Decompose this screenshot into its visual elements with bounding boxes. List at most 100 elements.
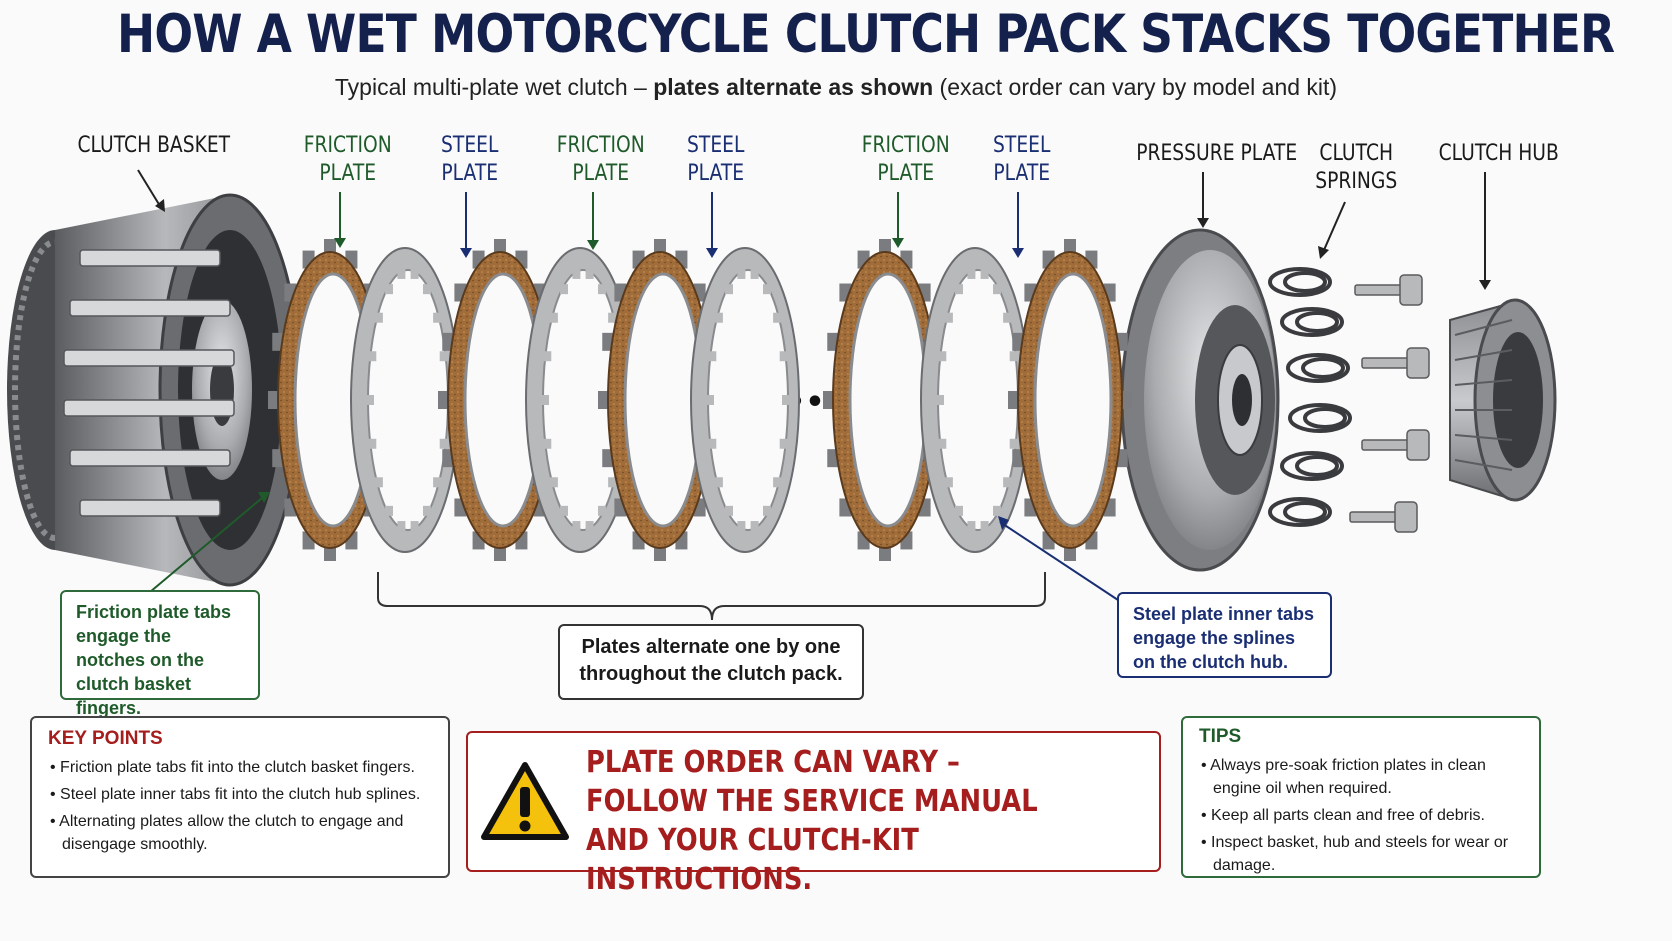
plate-inner-tab (560, 505, 568, 516)
plate-inner-tab (1009, 351, 1018, 362)
plate-inner-tab (936, 395, 944, 405)
plate-group-bracket (377, 572, 1046, 621)
plate-tab (823, 391, 835, 409)
list-item: Alternating plates allow the clutch to e… (48, 810, 432, 856)
list-item: Always pre-soak friction plates in clean… (1199, 754, 1523, 800)
plate-inner-tab (368, 438, 377, 449)
callout-friction-tabs: Friction plate tabs engage the notches o… (60, 590, 260, 718)
key-points-panel: KEY POINTS Friction plate tabs fit into … (30, 716, 450, 878)
plate-inner-tab (1003, 477, 1012, 488)
plate-inner-tab (944, 312, 953, 323)
plate-inner-tab (543, 438, 552, 449)
label-line: SPRINGS (1315, 169, 1398, 194)
plate-inner-tab (955, 284, 963, 295)
list-item: Friction plate tabs fit into the clutch … (48, 756, 432, 779)
plate-inner-tab (714, 477, 723, 488)
label-line: PLATE (572, 161, 630, 186)
subtitle-rest: (exact order can vary by model and kit) (933, 74, 1338, 100)
plate-inner-tab (750, 268, 759, 279)
plate-inner-tab (608, 477, 617, 488)
label-line: FRICTION (861, 133, 950, 158)
plate-inner-tab (779, 438, 788, 449)
plate-stack (268, 239, 1132, 561)
plate-inner-tab (549, 477, 558, 488)
plate-inner-tab (967, 268, 976, 279)
tips-list: Always pre-soak friction plates in clean… (1199, 754, 1523, 877)
plate-inner-tab (439, 438, 448, 449)
tips-title: TIPS (1199, 726, 1242, 747)
plate-inner-tab (993, 284, 1001, 295)
pressure-plate (1120, 228, 1280, 572)
plate-inner-tab (980, 521, 989, 532)
plate-tab (1120, 391, 1132, 409)
label-clutch-hub: CLUTCH HUB (1438, 141, 1559, 166)
label-line: STEEL (993, 133, 1051, 158)
callout-plates-alternate: Plates alternate one by one throughout t… (558, 624, 864, 700)
plate-inner-tab (366, 395, 374, 405)
page-title: HOW A WET MOTORCYCLE CLUTCH PACK STACKS … (117, 4, 1615, 65)
plate-inner-tab (572, 521, 581, 532)
label-line: STEEL (441, 133, 499, 158)
plate-inner-tab (543, 351, 552, 362)
label-line: PLATE (877, 161, 935, 186)
plate-inner-tab (763, 284, 771, 295)
plate-tab (598, 391, 610, 409)
arrow-clutch-springs (1323, 201, 1346, 251)
label-clutch-basket: CLUTCH BASKET (77, 133, 231, 158)
plate-inner-tab (423, 284, 431, 295)
label-line: PLATE (441, 161, 499, 186)
plate-inner-tab (560, 284, 568, 295)
label-line: PLATE (687, 161, 745, 186)
plate-inner-tab (708, 351, 717, 362)
clutch-basket (7, 193, 302, 587)
plate-inner-tab (439, 351, 448, 362)
label-friction-plate-2: FRICTION PLATE (557, 132, 645, 188)
plate-inner-tab (608, 312, 617, 323)
warning-text: PLATE ORDER CAN VARY – FOLLOW THE SERVIC… (586, 745, 1038, 897)
plate-inner-tab (410, 521, 419, 532)
plate-inner-tab (397, 268, 406, 279)
plate-inner-tab (708, 438, 717, 449)
plate-inner-tab (385, 505, 393, 516)
plate-inner-tab (706, 395, 714, 405)
plate-inner-tab (572, 268, 581, 279)
plate-inner-tab (598, 505, 606, 516)
plate-inner-tab (374, 477, 383, 488)
label-line: PLATE (993, 161, 1051, 186)
label-steel-plate-3: STEEL PLATE (993, 132, 1050, 188)
plate-inner-tab (955, 505, 963, 516)
plate-tab (1012, 332, 1025, 351)
label-line: PLATE (319, 161, 377, 186)
arrow-steel-tabs (999, 521, 1119, 601)
page-subtitle: Typical multi-plate wet clutch – plates … (0, 74, 1672, 101)
label-line: FRICTION (556, 133, 645, 158)
plate-inner-tab (737, 521, 746, 532)
plate-inner-tab (980, 268, 989, 279)
tips-panel: TIPS Always pre-soak friction plates in … (1181, 716, 1541, 878)
plate-inner-tab (993, 505, 1001, 516)
plate-inner-tab (423, 505, 431, 516)
plate-inner-tab (725, 284, 733, 295)
steel-plate (690, 247, 800, 553)
arrow-friction-tabs (149, 497, 263, 593)
plate-inner-tab (433, 312, 442, 323)
friction-plate (268, 239, 392, 561)
steel-plate (920, 247, 1030, 553)
plate-inner-tab (773, 477, 782, 488)
clutch-hub (1449, 298, 1557, 502)
plate-inner-tab (737, 268, 746, 279)
plate-inner-tab (585, 521, 594, 532)
label-line: CLUTCH (1319, 141, 1394, 166)
plate-inner-tab (368, 351, 377, 362)
plate-tab (438, 391, 450, 409)
label-clutch-springs: CLUTCH SPRINGS (1315, 140, 1397, 196)
plate-inner-tab (967, 521, 976, 532)
plate-inner-tab (714, 312, 723, 323)
plate-inner-tab (385, 284, 393, 295)
friction-plate (1008, 239, 1132, 561)
key-points-title: KEY POINTS (48, 728, 163, 749)
list-item: Inspect basket, hub and steels for wear … (1199, 831, 1523, 877)
